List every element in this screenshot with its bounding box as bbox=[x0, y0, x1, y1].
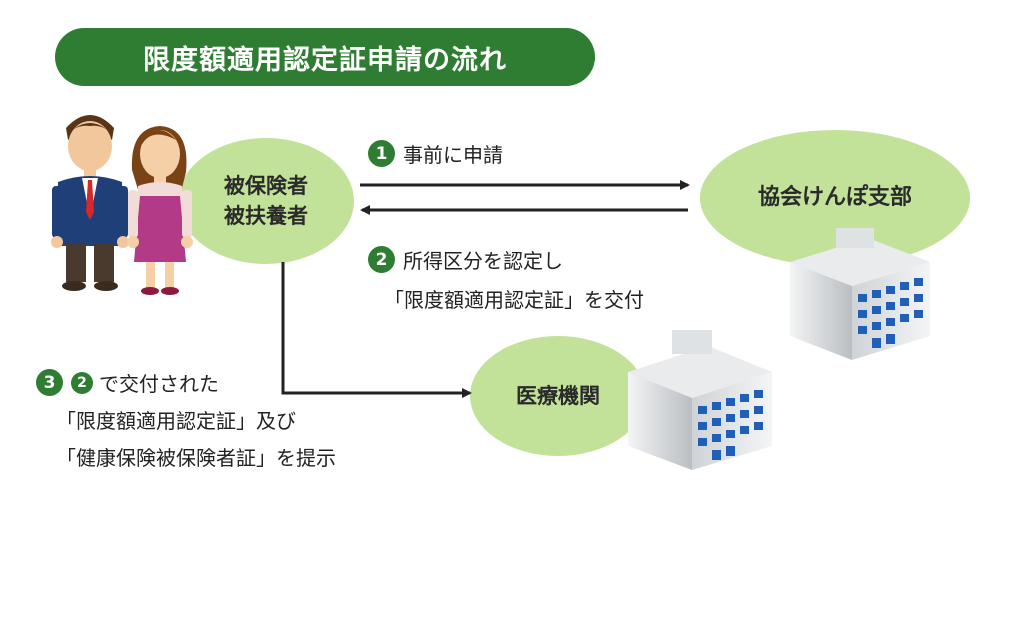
step-1: 1 事前に申請 bbox=[368, 139, 503, 168]
insured-node: 被保険者 被扶養者 bbox=[178, 138, 354, 264]
step-3-badge: 3 bbox=[36, 369, 63, 396]
branch-node: 協会けんぽ支部 bbox=[700, 130, 970, 266]
step-3-ref-badge: 2 bbox=[71, 371, 93, 394]
branch-building-icon bbox=[790, 228, 930, 360]
woman-person-icon bbox=[127, 126, 193, 295]
step-3-line-1: で交付された bbox=[99, 372, 219, 396]
insured-label: 被保険者 bbox=[224, 173, 308, 198]
step-3: 3 2 で交付された bbox=[36, 368, 219, 397]
page-title: 限度額適用認定証申請の流れ bbox=[55, 28, 595, 86]
step-2-badge: 2 bbox=[368, 246, 395, 273]
man-person-icon bbox=[51, 115, 129, 291]
dependent-label: 被扶養者 bbox=[224, 204, 308, 228]
step-3-line-3: 「健康保険被保険者証」を提示 bbox=[56, 446, 336, 470]
medical-label: 医療機関 bbox=[516, 383, 600, 408]
medical-node: 医療機関 bbox=[470, 336, 646, 456]
step-2: 2 所得区分を認定し bbox=[368, 245, 563, 274]
arrow-to-medical bbox=[281, 262, 472, 398]
medical-building-icon bbox=[628, 330, 772, 470]
step-2-line-2: 「限度額適用認定証」を交付 bbox=[384, 288, 644, 312]
step-1-badge: 1 bbox=[368, 140, 395, 167]
step-3-line-2: 「限度額適用認定証」及び bbox=[56, 409, 296, 433]
step-1-text: 事前に申請 bbox=[403, 143, 503, 167]
step-2-line-1: 所得区分を認定し bbox=[403, 249, 563, 273]
branch-label: 協会けんぽ支部 bbox=[757, 185, 912, 211]
